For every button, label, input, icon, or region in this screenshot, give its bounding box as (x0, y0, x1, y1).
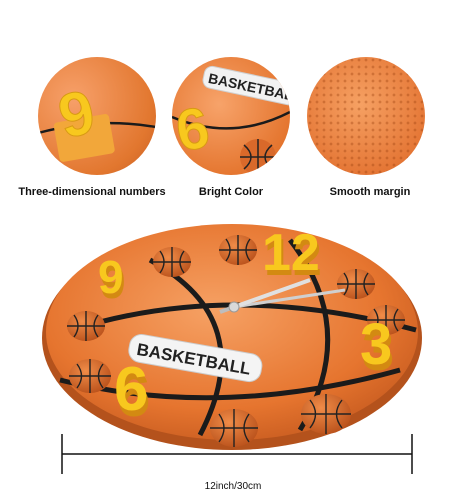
mini-basketball-icon (367, 305, 405, 335)
mini-basketball-markers (67, 235, 405, 447)
detail-numbers-image: 9 (38, 57, 156, 175)
caption-three-dimensional-numbers: Three-dimensional numbers (18, 186, 166, 198)
number-nine-shadow: 9 (100, 256, 126, 308)
detail-digit-six: 6 (172, 95, 214, 165)
detail-color-image: BASKETBALL 6 (172, 57, 290, 175)
number-twelve: 12 (262, 224, 320, 282)
number-nine: 9 (98, 251, 124, 303)
mini-basketball-icon (301, 394, 351, 434)
mini-basketball-icon (210, 409, 258, 447)
number-twelve-shadow: 12 (264, 229, 322, 287)
detail-margin-image (307, 57, 425, 175)
mini-basketball-icon (219, 235, 257, 265)
mini-basketball-icon (153, 247, 191, 277)
mini-basketball-icon (240, 139, 276, 175)
dimension-label: 12inch/30cm (204, 481, 262, 492)
number-three-shadow: 3 (362, 318, 394, 383)
number-six: 6 (114, 355, 148, 424)
number-six-shadow: 6 (116, 361, 150, 430)
dimension-marker (61, 434, 413, 474)
mini-basketball-icon (337, 269, 375, 299)
number-three: 3 (360, 312, 392, 377)
clock-hands (219, 278, 346, 314)
basketball-clock-image: BASKETBALL 12 12 9 9 3 (42, 224, 422, 450)
basketball-label-plate (128, 334, 263, 383)
caption-smooth-margin: Smooth margin (329, 186, 411, 198)
mini-basketball-icon (67, 311, 105, 341)
caption-bright-color: Bright Color (198, 186, 264, 198)
mini-basketball-icon (69, 359, 111, 393)
